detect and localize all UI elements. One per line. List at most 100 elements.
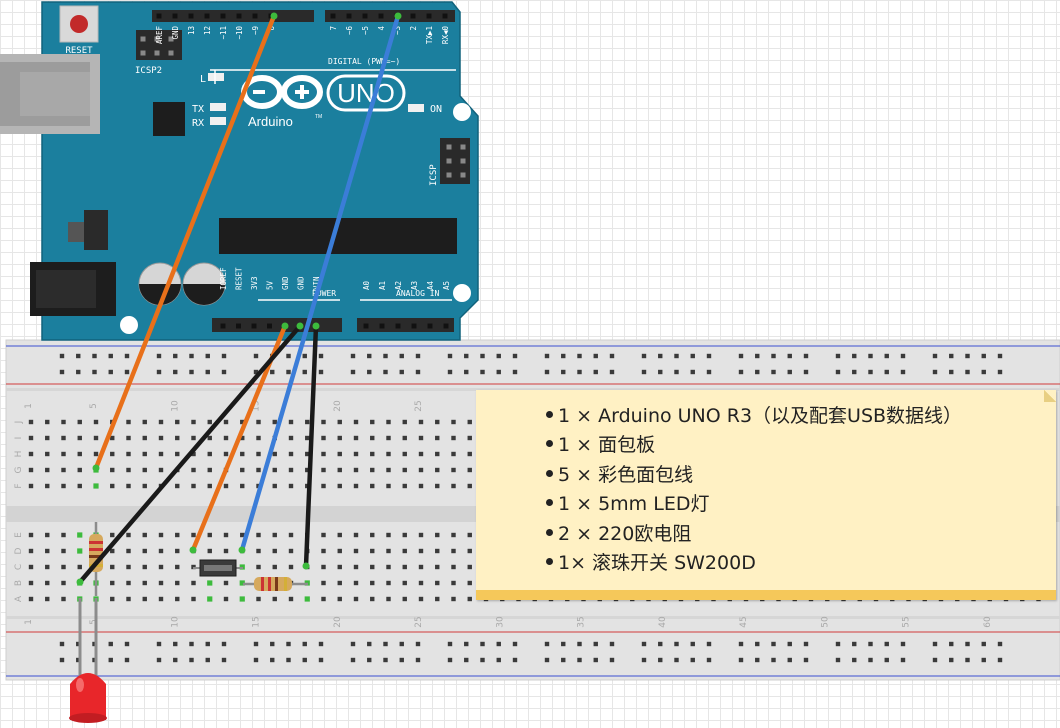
pin-label: A3 [410, 281, 419, 290]
power-rail-hole [868, 353, 873, 359]
breadboard-hole [110, 548, 115, 554]
column-number: 15 [252, 616, 262, 627]
power-rail-hole [205, 641, 210, 647]
power-rail-hole [59, 657, 65, 663]
parts-list-item-text: 1× 滚珠开关 SW200D [558, 551, 756, 574]
power-rail-hole [965, 657, 970, 663]
breadboard-hole [337, 467, 342, 473]
pin-label: AREF [155, 26, 164, 45]
power-rail-hole [464, 369, 469, 375]
power-rail-hole [286, 353, 291, 359]
power-rail-hole [124, 353, 130, 359]
pin-label: GND [297, 276, 306, 290]
header-pin [426, 13, 432, 19]
breadboard-hole [28, 435, 34, 441]
led-on [408, 104, 424, 112]
breadboard-hole [110, 596, 115, 602]
breadboard-hole [77, 419, 82, 425]
breadboard-hole [142, 483, 147, 489]
power-rail-hole [884, 369, 889, 375]
power-rail-hole [835, 641, 841, 647]
power-rail-hole [674, 369, 679, 375]
breadboard-hole [451, 564, 456, 570]
power-rail-hole [852, 353, 857, 359]
column-number: 55 [902, 616, 912, 627]
power-rail-hole [932, 641, 938, 647]
led-tx [210, 103, 226, 111]
breadboard-hole [126, 435, 131, 441]
breadboard-hole [321, 483, 326, 489]
breadboard-hole [272, 483, 277, 489]
parts-list-item-text: 1 × 5mm LED灯 [558, 493, 710, 516]
row-letter: I [14, 437, 24, 440]
power-rail-hole [302, 641, 307, 647]
power-rail-hole [76, 641, 81, 647]
power-rail-hole [803, 353, 809, 359]
breadboard-hole [402, 467, 407, 473]
breadboard-hole [45, 435, 50, 441]
breadboard-hole [175, 451, 180, 457]
row-letter: H [14, 451, 24, 458]
icsp2-pin [140, 50, 146, 56]
led-rx-label: RX [192, 118, 204, 129]
power-rail-hole [771, 641, 776, 647]
breadboard-hole [337, 580, 342, 586]
power-rail-hole [221, 369, 227, 375]
wire-black-gnd-1[interactable] [77, 323, 303, 585]
breadboard-hole [126, 564, 131, 570]
header-pin [362, 13, 368, 19]
row-letter: A [14, 595, 24, 602]
power-rail-hole [949, 641, 954, 647]
power-rail-hole [173, 369, 178, 375]
breadboard-hole [337, 483, 342, 489]
breadboard-hole [126, 596, 131, 602]
power-rail-hole [690, 353, 695, 359]
power-rail-hole [593, 641, 598, 647]
arduino-brand-text: Arduino [248, 114, 293, 129]
power-rail-hole [803, 369, 809, 375]
breadboard-hole [158, 564, 164, 570]
power-rail-hole [932, 657, 938, 663]
power-rail-hole [738, 641, 744, 647]
column-number: 5 [89, 403, 99, 409]
breadboard-hole [110, 532, 115, 538]
icsp-pin [446, 144, 452, 150]
power-rail-hole [852, 369, 857, 375]
breadboard-hole [110, 580, 115, 586]
pin-label: VIN [312, 276, 321, 290]
breadboard-hole [272, 419, 277, 425]
breadboard-hole [28, 596, 34, 602]
breadboard-hole [45, 548, 50, 554]
column-number: 45 [739, 616, 749, 627]
wire-black-gnd-2[interactable] [303, 323, 319, 569]
power-rail-hole [76, 353, 81, 359]
power-rail-hole [609, 353, 615, 359]
breadboard-hole [353, 564, 359, 570]
breadboard-hole [142, 596, 147, 602]
power-rail-hole [270, 369, 275, 375]
breadboard-hole [28, 467, 34, 473]
icsp2-pin [154, 36, 160, 42]
breadboard-hole [45, 580, 50, 586]
wire-blue-pin2[interactable] [239, 13, 401, 553]
wire-orange-pin10[interactable] [93, 13, 277, 471]
breadboard-hole [175, 483, 180, 489]
power-rail-hole [932, 353, 938, 359]
column-number: 5 [89, 619, 99, 625]
breadboard-hole [256, 596, 261, 602]
breadboard-hole [223, 451, 229, 457]
breadboard-hole [402, 435, 407, 441]
breadboard-hole [467, 596, 472, 602]
breadboard-hole [402, 532, 407, 538]
pin-label: A4 [426, 280, 435, 290]
breadboard-hole [321, 532, 326, 538]
analog-label: ANALOG IN [396, 289, 440, 298]
power-rail-hole [544, 353, 550, 359]
breadboard-hole [142, 467, 147, 473]
breadboard-hole [28, 451, 34, 457]
breadboard-hole [61, 467, 66, 473]
power-rail-hole [835, 369, 841, 375]
parts-list-item: 5 × 彩色面包线 [546, 461, 1056, 490]
power-rail-hole [561, 369, 566, 375]
